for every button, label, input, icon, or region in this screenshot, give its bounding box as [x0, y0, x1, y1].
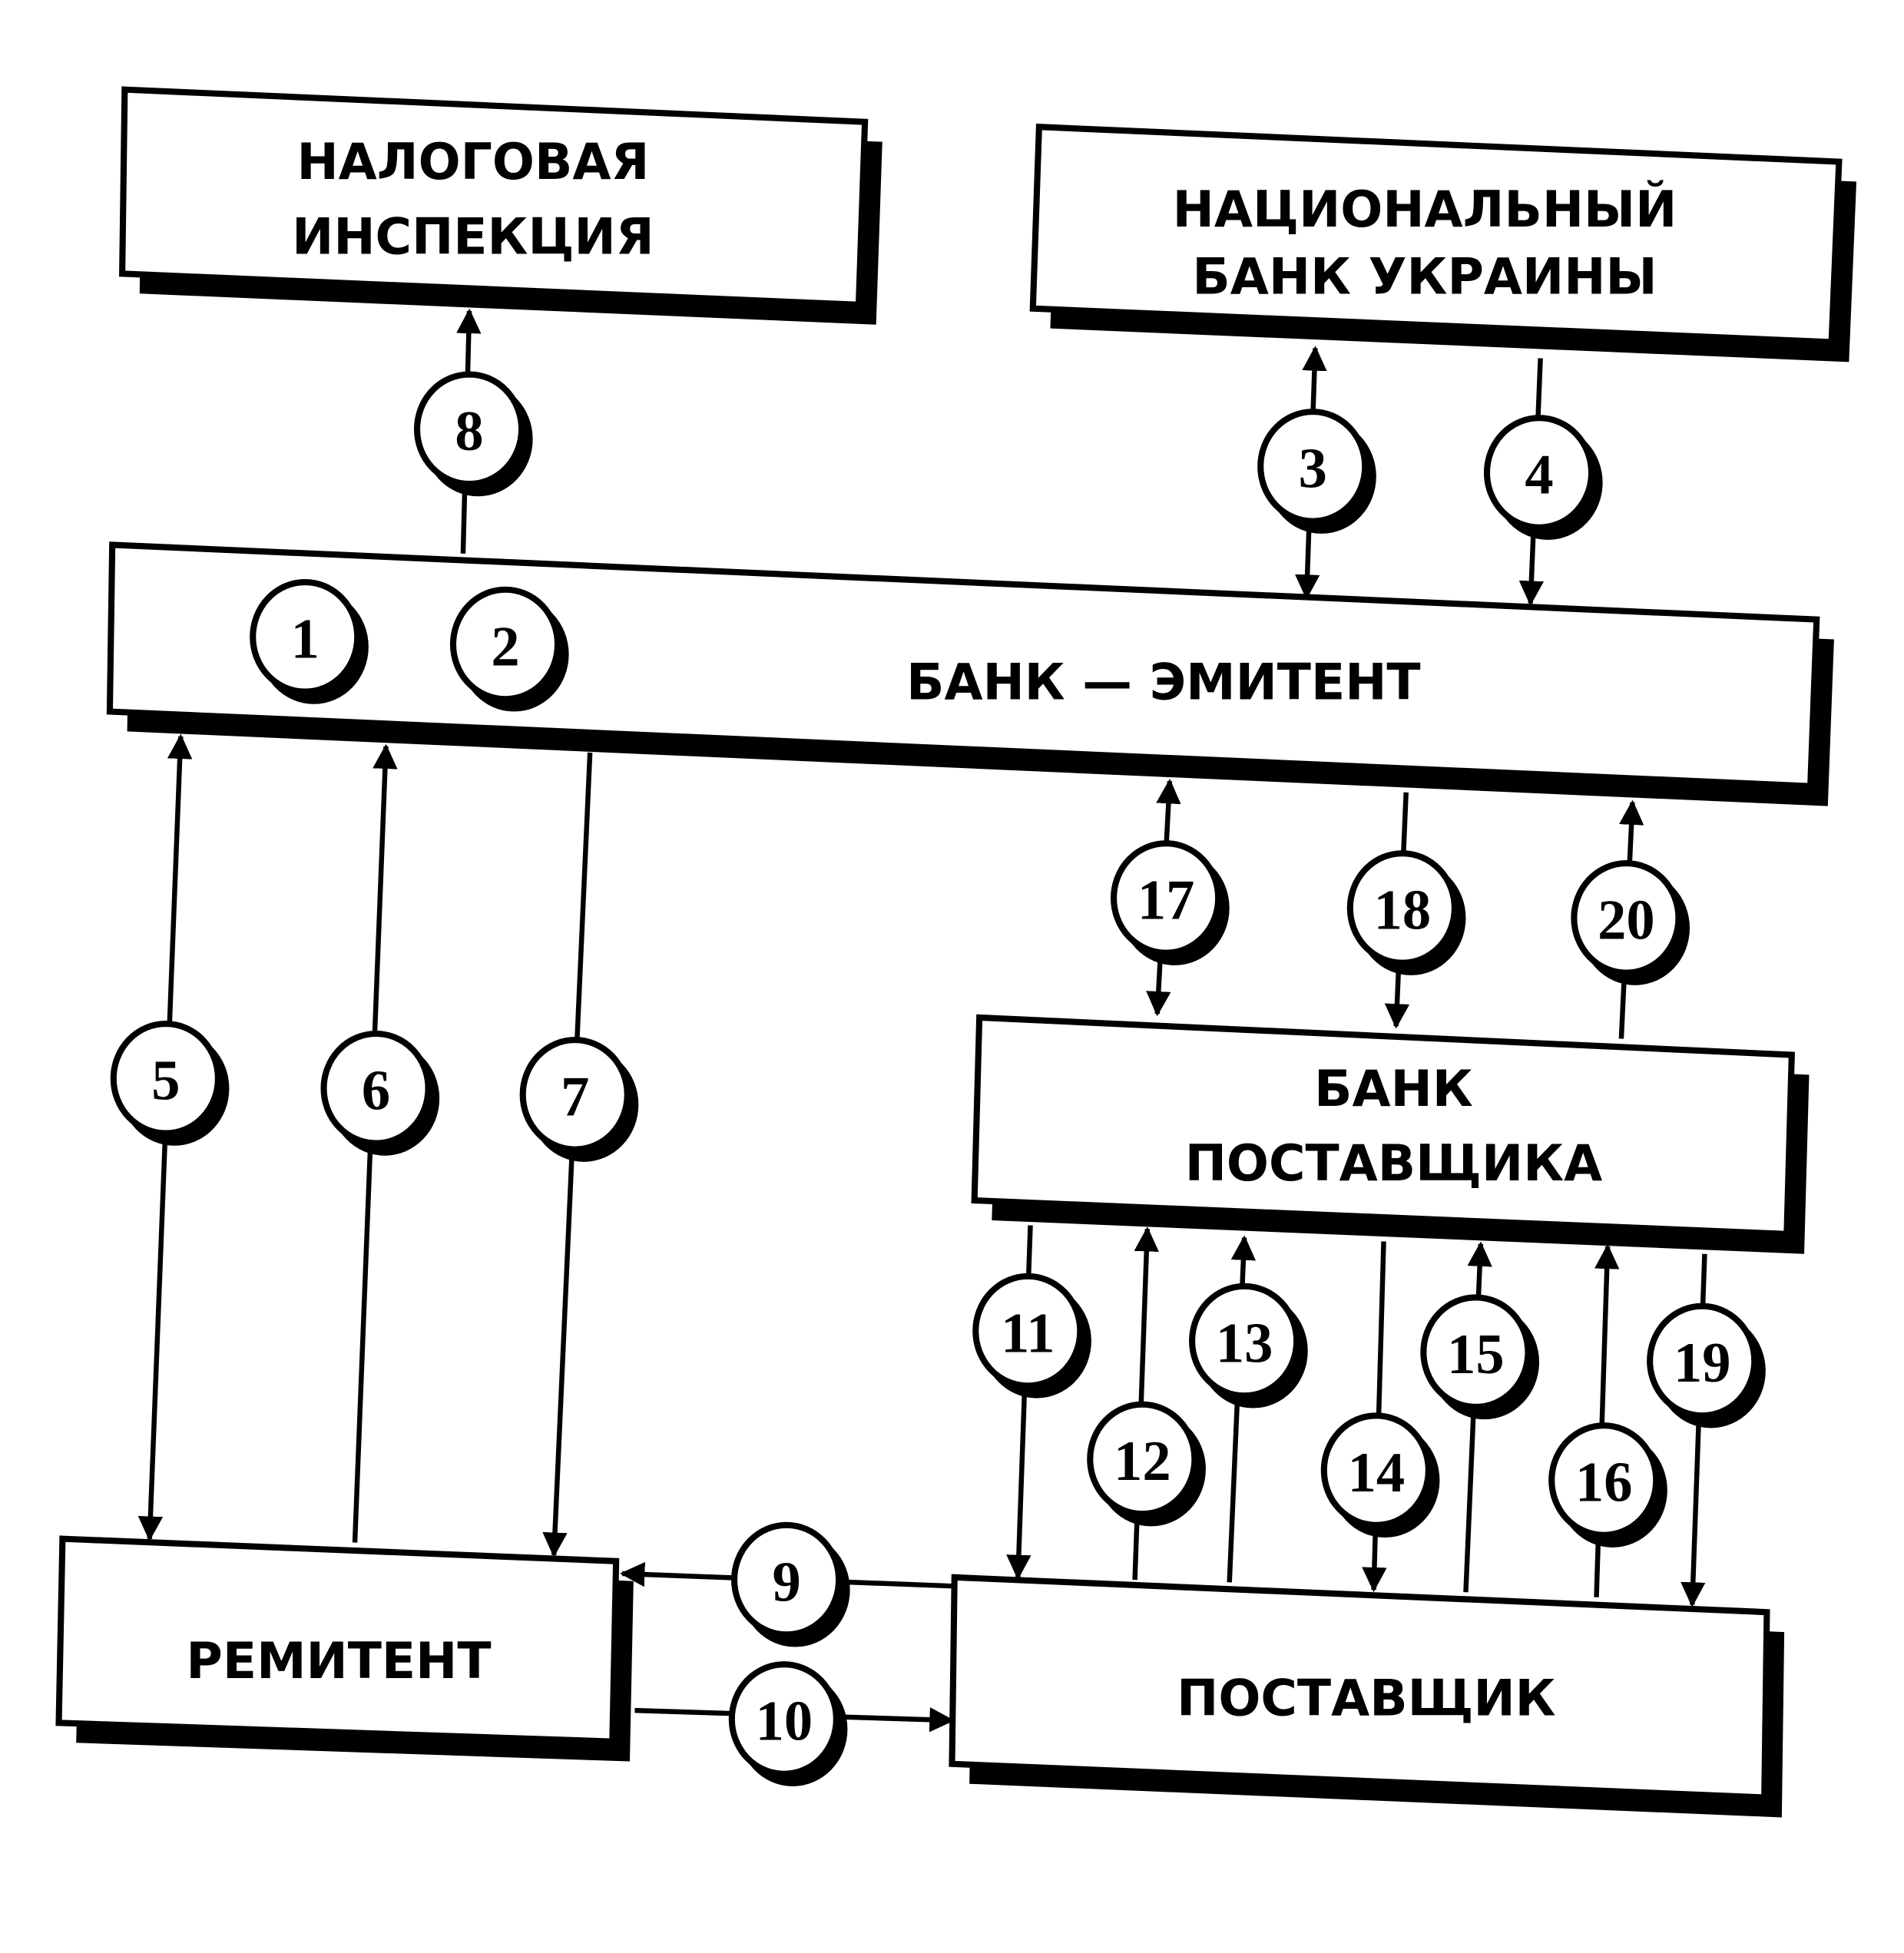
step-20-marker: 20 [1571, 860, 1690, 985]
step-number: 8 [455, 400, 483, 463]
step-11-marker: 11 [972, 1273, 1091, 1399]
step-number: 13 [1216, 1312, 1273, 1375]
step-circle [320, 1030, 432, 1147]
step-3-marker: 3 [1257, 409, 1376, 534]
step-number: 19 [1674, 1332, 1731, 1395]
box-label: ИНСПЕКЦИЯ [292, 208, 654, 266]
step-15-marker: 15 [1420, 1294, 1540, 1420]
box-label: БАНК — ЭМИТЕНТ [906, 654, 1420, 711]
step-7-marker: 7 [519, 1037, 639, 1162]
step-4-marker: 4 [1483, 415, 1603, 540]
box-nbu: НАЦИОНАЛЬНЫЙ БАНК УКРАИНЫ [1029, 123, 1857, 362]
step-10-marker: 10 [728, 1661, 848, 1786]
step-number: 17 [1137, 869, 1195, 932]
box-emitent: БАНК — ЭМИТЕНТ [106, 541, 1834, 806]
step-circle [110, 1021, 221, 1137]
box-label: НАЦИОНАЛЬНЫЙ [1173, 180, 1677, 239]
step-circle [250, 578, 361, 695]
step-number: 3 [1299, 438, 1327, 501]
step-number: 18 [1374, 879, 1432, 942]
box-frame [55, 1535, 620, 1745]
box-frame [949, 1574, 1770, 1801]
step-circle [1189, 1283, 1300, 1399]
step-1-marker: 1 [250, 578, 369, 704]
step-14-marker: 14 [1320, 1412, 1440, 1538]
step-circle [449, 586, 561, 703]
step-number: 6 [362, 1060, 390, 1123]
step-number: 15 [1447, 1323, 1505, 1386]
box-label: БАНК УКРАИНЫ [1192, 248, 1657, 306]
step-17-marker: 17 [1111, 840, 1230, 965]
step-8-marker: 8 [413, 371, 533, 497]
box-frame [119, 86, 869, 309]
step-circle [1483, 415, 1595, 531]
step-number: 2 [491, 615, 519, 678]
step-number: 12 [1114, 1430, 1171, 1493]
step-circle [730, 1521, 843, 1638]
step-number: 16 [1575, 1452, 1633, 1514]
step-13-marker: 13 [1189, 1283, 1308, 1408]
box-supplier-bank: БАНК ПОСТАВЩИКА [971, 1014, 1810, 1254]
box-label: ПОСТАВЩИКА [1185, 1135, 1603, 1193]
step-number: 4 [1525, 444, 1553, 507]
box-frame [971, 1014, 1795, 1238]
step-number: 11 [1001, 1302, 1055, 1365]
step-number: 14 [1348, 1442, 1406, 1504]
step-19-marker: 19 [1647, 1303, 1766, 1428]
box-label: ПОСТАВЩИК [1177, 1670, 1555, 1728]
step-circle [1647, 1303, 1758, 1419]
step-circle [1087, 1401, 1198, 1518]
step-circle [1257, 409, 1369, 525]
step-number: 7 [561, 1066, 589, 1129]
step-number: 1 [291, 608, 320, 671]
step-number: 10 [756, 1690, 813, 1753]
step-9-marker: 9 [730, 1521, 850, 1647]
box-tax: НАЛОГОВАЯ ИНСПЕКЦИЯ [119, 86, 882, 325]
step-number: 20 [1598, 889, 1655, 952]
box-frame [1029, 123, 1843, 346]
step-circle [1571, 860, 1682, 976]
step-circle [1420, 1294, 1531, 1410]
step-circle [413, 371, 525, 488]
box-supplier: ПОСТАВЩИК [949, 1574, 1785, 1818]
step-circle [1548, 1422, 1660, 1538]
step-12-marker: 12 [1087, 1401, 1206, 1527]
box-label: НАЛОГОВАЯ [296, 134, 649, 191]
step-circle [1346, 850, 1458, 966]
step-number: 9 [772, 1551, 800, 1614]
box-remitent: РЕМИТЕНТ [55, 1535, 634, 1762]
step-18-marker: 18 [1346, 850, 1466, 975]
step-circle [1111, 840, 1222, 956]
step-2-marker: 2 [449, 586, 569, 712]
step-16-marker: 16 [1548, 1422, 1667, 1548]
step-circle [1320, 1412, 1432, 1528]
step-circle [519, 1037, 631, 1153]
step-circle [728, 1661, 839, 1777]
step-number: 5 [151, 1050, 180, 1113]
box-label: РЕМИТЕНТ [186, 1633, 491, 1690]
step-5-marker: 5 [110, 1021, 230, 1146]
box-label: БАНК [1314, 1061, 1473, 1118]
step-6-marker: 6 [320, 1030, 440, 1156]
step-circle [972, 1273, 1084, 1389]
